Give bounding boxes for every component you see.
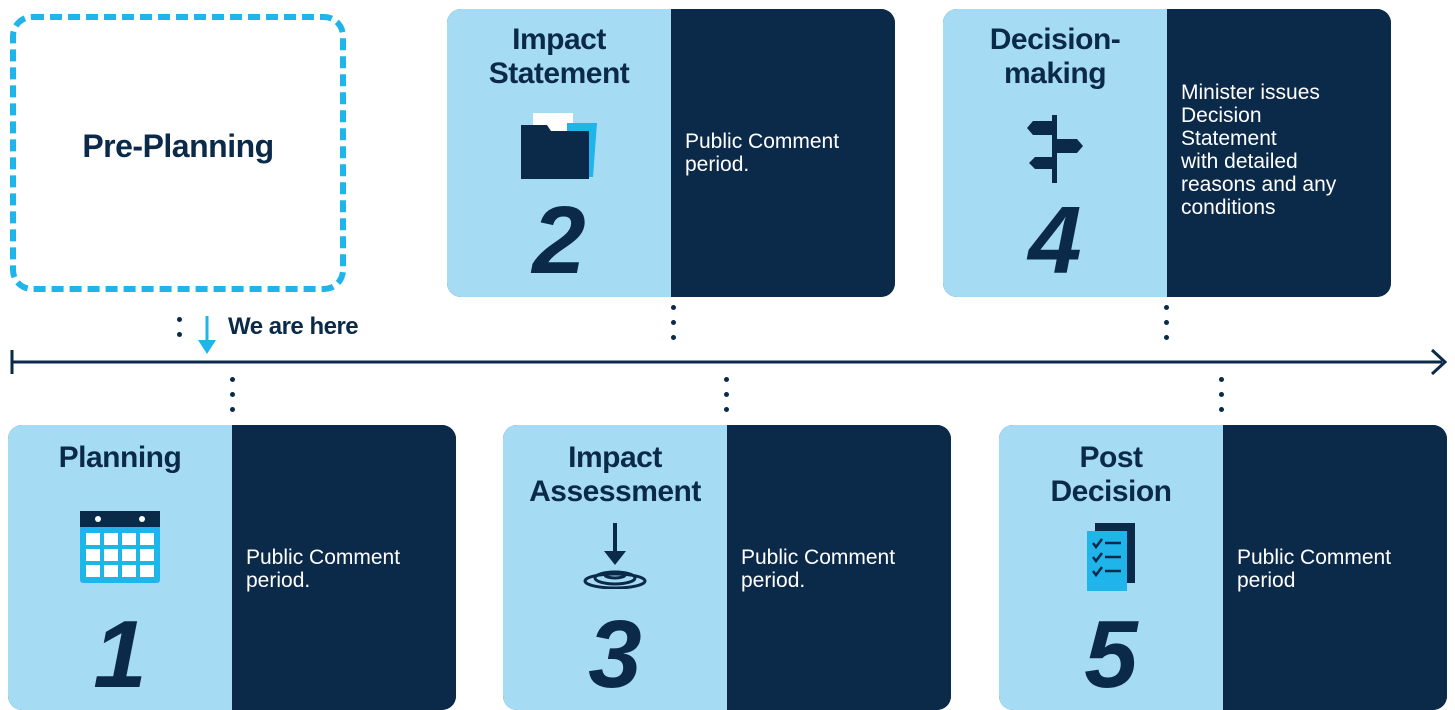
stage-3-card: Impact Assessment 3 Public Comment perio…	[503, 425, 951, 710]
stage-5-card: Post Decision 5 Public Comment period	[999, 425, 1447, 710]
stage-1-card: Planning 1 Public Comment period.	[8, 425, 456, 710]
stage-3-connector	[724, 377, 730, 422]
stage-1-title: Planning	[58, 441, 182, 474]
stage-4-description: Minister issues Decision Statement with …	[1181, 81, 1337, 219]
calendar-icon	[80, 511, 160, 583]
stage-2-title: Impact Statement	[488, 23, 630, 90]
stage-1-connector	[230, 377, 236, 422]
stage-5-number: 5	[1084, 601, 1138, 708]
pre-planning-connector	[177, 317, 183, 347]
stage-2-connector	[671, 305, 677, 350]
stage-3-description: Public Comment period.	[741, 546, 896, 592]
pre-planning-title: Pre-Planning	[82, 127, 274, 164]
stage-2-description: Public Comment period.	[685, 130, 840, 176]
stage-4-number: 4	[1028, 187, 1082, 294]
stage-4-title: Decision- making	[989, 23, 1121, 90]
stage-5-title: Post Decision	[1050, 441, 1172, 508]
folder-icon	[521, 113, 597, 179]
stage-4-card: Decision- making 4 Minister issues Decis…	[943, 9, 1391, 297]
checklist-icon	[1087, 523, 1135, 591]
stage-2-number: 2	[532, 187, 586, 294]
down-arrow-icon	[198, 316, 216, 354]
stage-1-number: 1	[93, 601, 147, 708]
stage-5-connector	[1219, 377, 1225, 422]
stage-3-number: 3	[588, 601, 642, 708]
stage-4-connector	[1164, 305, 1170, 350]
stage-2-card: Impact Statement 2 Public Comment period…	[447, 9, 895, 297]
stage-5-description: Public Comment period	[1237, 546, 1392, 592]
we-are-here-label: We are here	[228, 313, 359, 340]
stage-1-description: Public Comment period.	[246, 546, 401, 592]
timeline-axis	[10, 348, 1448, 375]
stage-3-title: Impact Assessment	[529, 441, 701, 508]
pre-planning-box: Pre-Planning	[10, 14, 346, 292]
signpost-icon	[1027, 115, 1083, 183]
water-drop-arrow-icon	[583, 523, 647, 589]
